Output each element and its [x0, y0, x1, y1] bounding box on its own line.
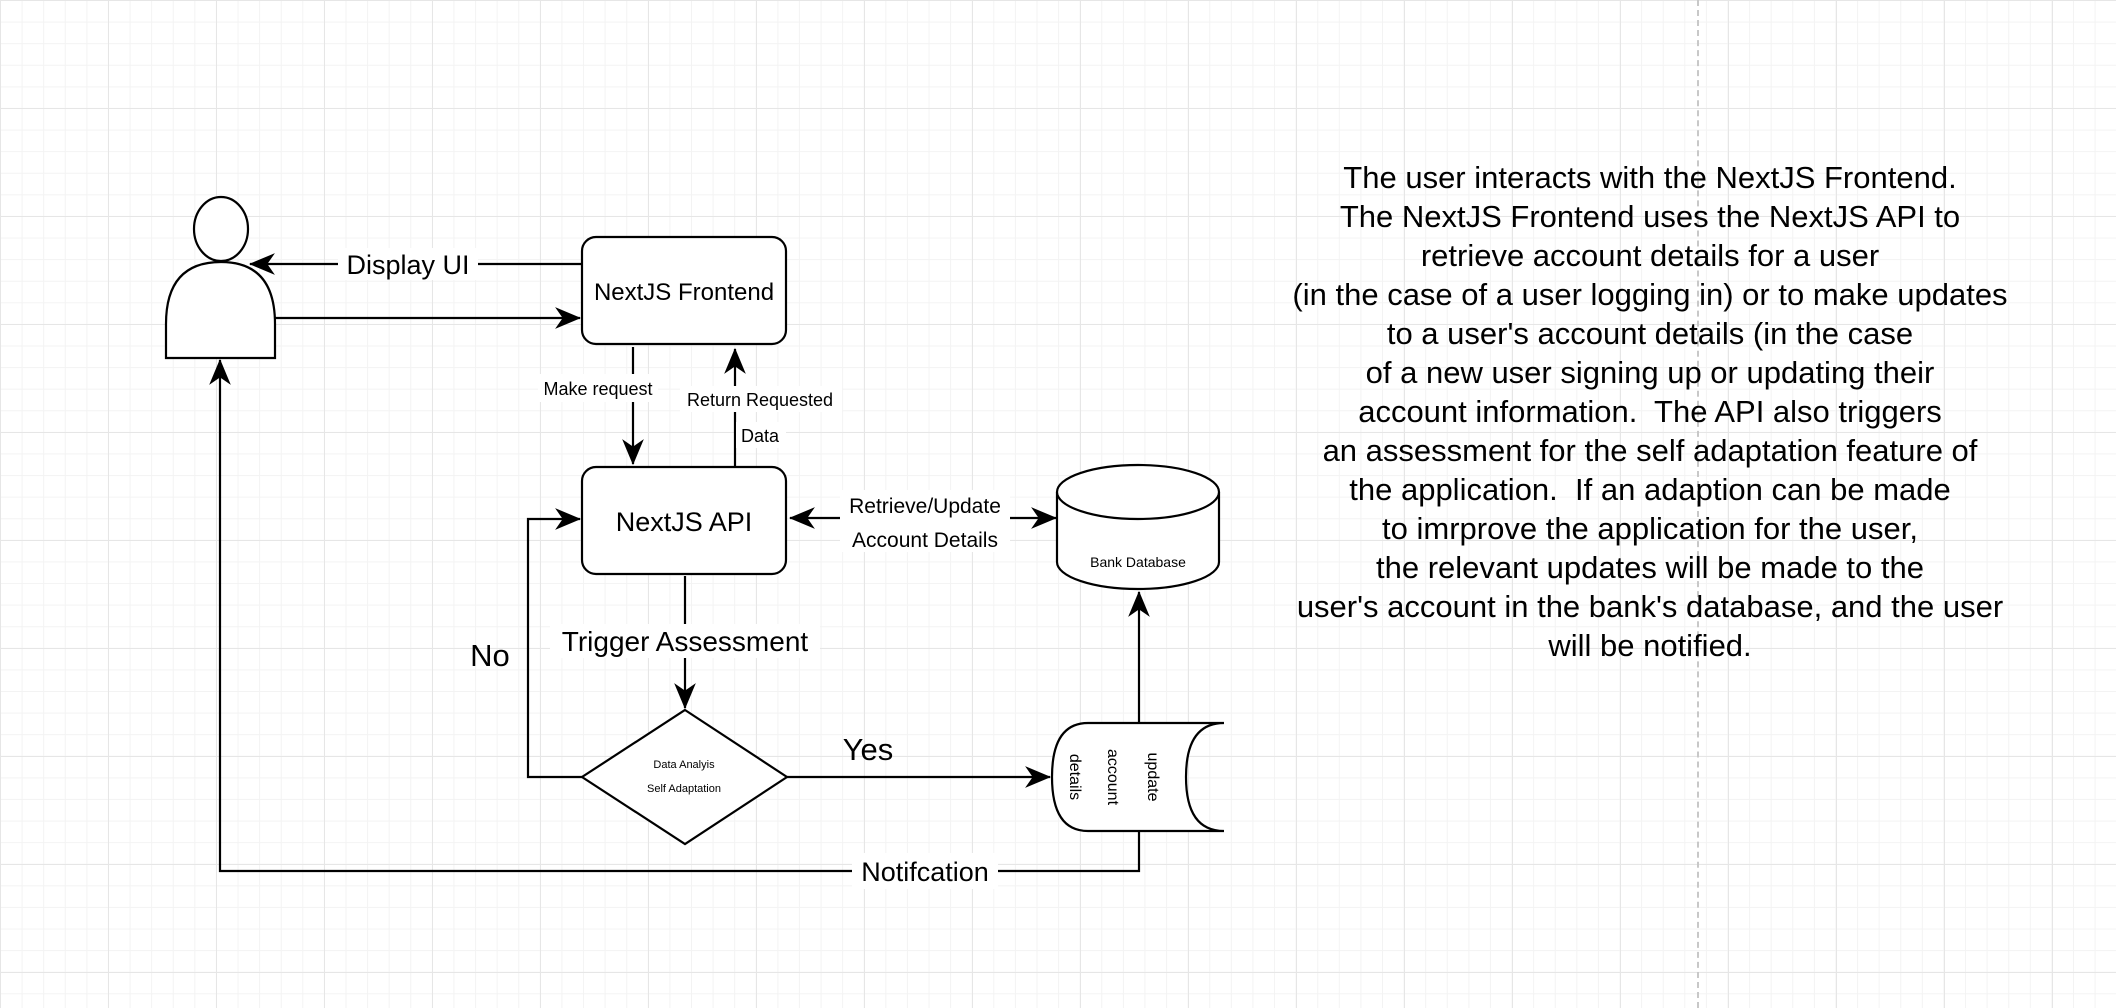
nextjs-frontend-label: NextJS Frontend — [594, 279, 774, 306]
edge-label-no: No — [470, 638, 510, 673]
edge-trigger-assessment[interactable]: Trigger Assessment — [550, 576, 820, 710]
edge-make-request[interactable]: Make request — [538, 347, 658, 466]
data-analysis-decision-node[interactable]: Data Analyis Self Adaptation — [579, 708, 790, 846]
page-boundary-line — [1697, 0, 1699, 1008]
description-line: will be notified. — [1548, 628, 1752, 663]
description-line: an assessment for the self adaptation fe… — [1322, 433, 1978, 468]
edge-display-ui[interactable]: Display UI — [248, 248, 582, 280]
edge-label-notification: Notifcation — [861, 857, 989, 887]
edge-label-trigger-assessment: Trigger Assessment — [562, 626, 809, 657]
nextjs-api-label: NextJS API — [616, 507, 753, 537]
decision-label-line2: Self Adaptation — [647, 783, 721, 795]
edge-retrieve-update[interactable]: Retrieve/Update Account Details — [788, 490, 1058, 552]
edge-notification[interactable]: Notifcation — [209, 358, 1141, 889]
update-account-line1: update — [1144, 753, 1161, 802]
nextjs-api-node[interactable]: NextJS API — [580, 465, 788, 576]
edge-label-retrieve-line1: Retrieve/Update — [849, 495, 1001, 518]
edge-label-display-ui: Display UI — [346, 250, 469, 280]
bank-database-node[interactable]: Bank Database — [1055, 463, 1221, 591]
edge-label-yes: Yes — [843, 732, 894, 767]
edge-label-make-request: Make request — [543, 379, 652, 399]
edge-yes[interactable]: Yes — [787, 732, 1052, 788]
user-actor-icon[interactable] — [164, 195, 277, 360]
description-line: to a user's account details (in the case — [1386, 316, 1914, 351]
description-line: of a new user signing up or updating the… — [1365, 355, 1935, 390]
description-line: user's account in the bank's database, a… — [1296, 589, 2004, 624]
description-line: retrieve account details for a user — [1420, 238, 1880, 273]
update-account-line3: details — [1066, 754, 1083, 800]
description-line: the application. If an adaption can be m… — [1349, 472, 1951, 507]
edge-no[interactable]: No — [470, 508, 582, 779]
edge-label-return-requested-line1: Return Requested — [687, 390, 833, 410]
edge-label-return-requested-line2: Data — [741, 426, 780, 446]
description-line: account information. The API also trigge… — [1358, 394, 1942, 429]
nextjs-frontend-node[interactable]: NextJS Frontend — [580, 235, 788, 346]
edge-label-retrieve-line2: Account Details — [852, 529, 998, 552]
description-line: the relevant updates will be made to the — [1375, 550, 1924, 585]
diagram-description: The user interacts with the NextJS Front… — [1240, 158, 2060, 665]
description-line: to imrprove the application for the user… — [1382, 511, 1918, 546]
description-line: (in the case of a user logging in) or to… — [1292, 277, 2008, 312]
bank-database-label: Bank Database — [1090, 554, 1186, 570]
description-line: The NextJS Frontend uses the NextJS API … — [1339, 199, 1961, 234]
update-account-details-node[interactable]: update account details — [1050, 721, 1225, 833]
decision-label-line1: Data Analyis — [653, 759, 715, 771]
update-account-line2: account — [1104, 749, 1121, 806]
edge-return-requested-data[interactable]: Return Requested Data — [680, 347, 842, 466]
description-line: The user interacts with the NextJS Front… — [1343, 160, 1957, 195]
